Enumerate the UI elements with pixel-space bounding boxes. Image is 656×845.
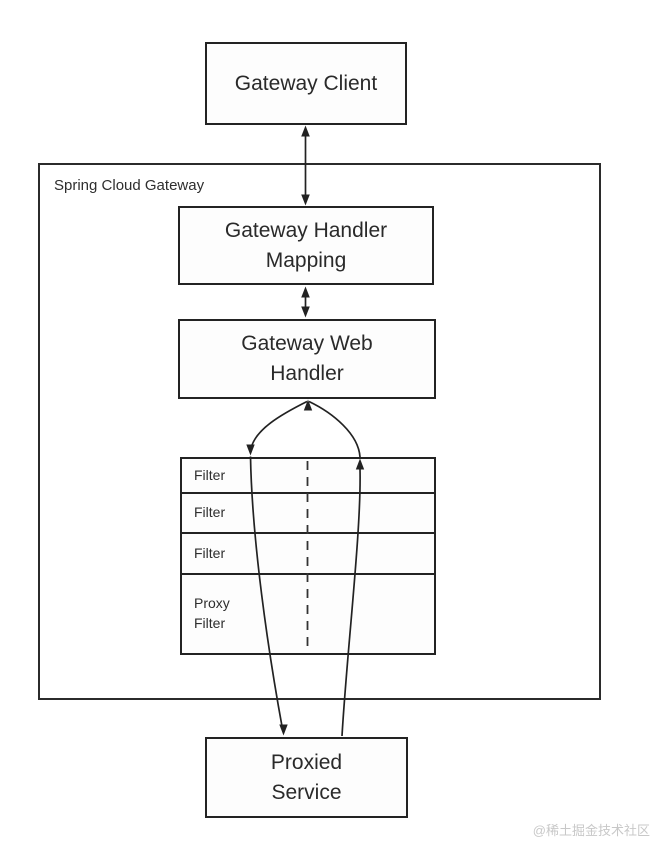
container-label: Spring Cloud Gateway (54, 177, 205, 194)
spring-cloud-gateway-container: Spring Cloud Gateway (38, 163, 601, 700)
gateway-client-box: Gateway Client (205, 42, 407, 125)
gateway-web-handler-box: Gateway Web Handler (178, 319, 436, 399)
gateway-web-handler-label: Gateway Web Handler (241, 332, 373, 385)
filter-row-label: Filter (194, 466, 226, 483)
gateway-handler-mapping-label: Gateway Handler Mapping (224, 218, 388, 272)
watermark-text: @稀土掘金技术社区 (532, 823, 650, 838)
proxied-service-box: Proxied Service (205, 737, 408, 818)
proxy-filter-row: Proxy Filter (182, 575, 434, 653)
filter-row: Filter (182, 494, 434, 534)
proxy-filter-row-label: Proxy Filter (194, 595, 230, 631)
filter-chain-table: Filter Filter Filter Proxy Filter (180, 457, 436, 655)
gateway-client-label: Gateway Client (234, 71, 378, 95)
filter-row: Filter (182, 459, 434, 494)
proxied-service-label: Proxied Service (270, 750, 343, 804)
filter-row-label: Filter (194, 504, 226, 521)
filter-row-label: Filter (194, 544, 226, 561)
filter-row: Filter (182, 534, 434, 575)
gateway-handler-mapping-box: Gateway Handler Mapping (178, 206, 434, 285)
